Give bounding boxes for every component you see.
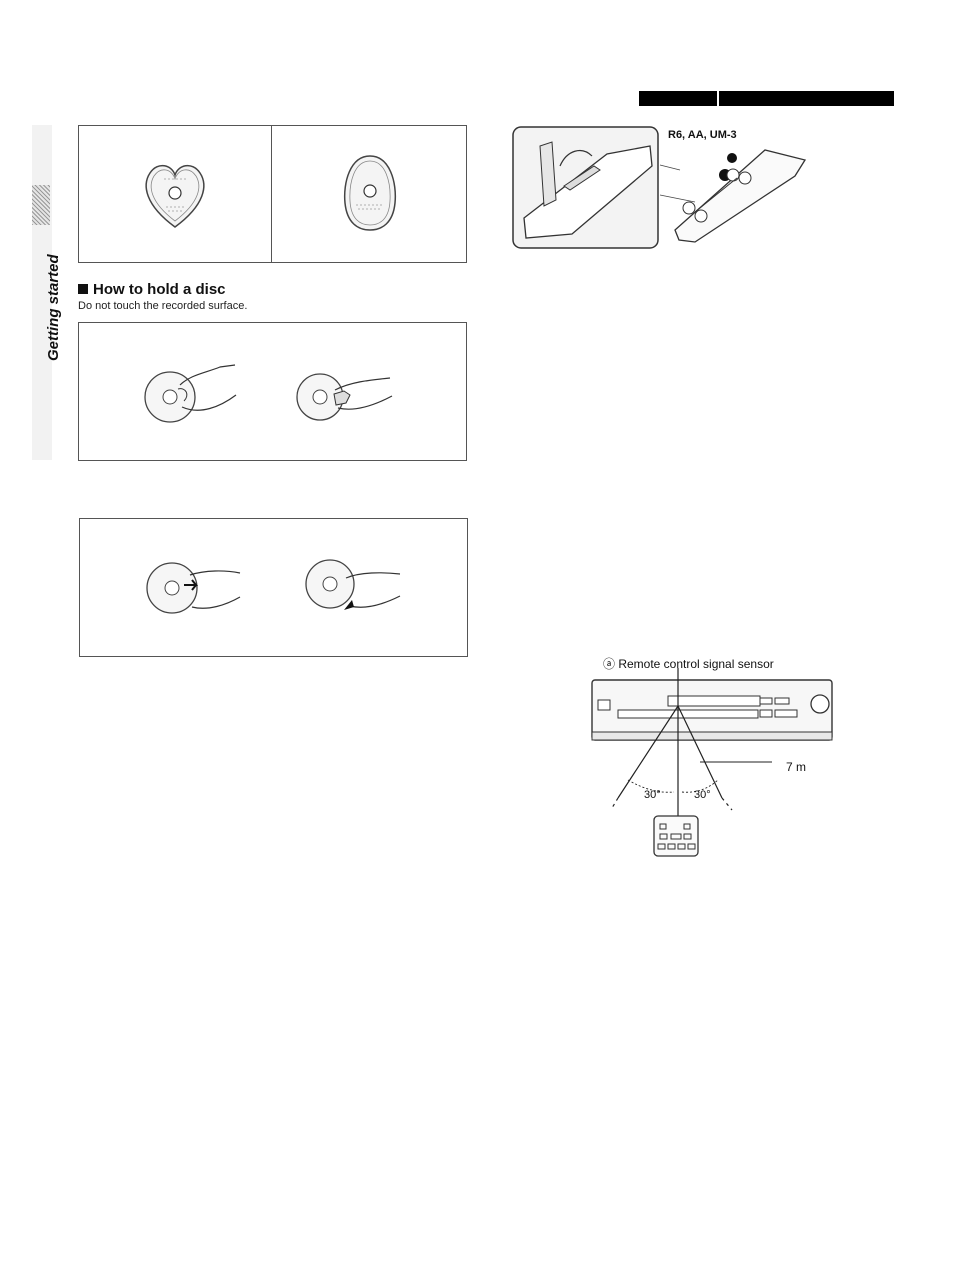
- figure-divider: [271, 125, 272, 262]
- heading-square-icon: [78, 284, 88, 294]
- inset-connector-lines: [650, 150, 710, 230]
- disc-hold-edge-illustration: [140, 345, 250, 435]
- side-tab-texture: [32, 185, 50, 225]
- header-bar: [639, 91, 894, 106]
- side-tab-label: Getting started: [45, 261, 67, 361]
- disc-insert-left-illustration: [140, 545, 250, 630]
- distance-label: 7 m: [786, 760, 806, 774]
- heart-disc-illustration: [140, 155, 210, 235]
- angle-right-label: 30°: [694, 789, 711, 801]
- disc-shapes-figure: [78, 125, 467, 263]
- section-heading-text: How to hold a disc: [93, 281, 226, 298]
- oval-disc-illustration: [340, 153, 400, 233]
- holding-disc-figure: [78, 322, 467, 461]
- angle-left-label: 30°: [644, 789, 661, 801]
- disc-insert-right-illustration: [300, 548, 410, 633]
- section-heading: How to hold a disc: [78, 281, 226, 298]
- disc-hold-center-illustration: [290, 350, 400, 435]
- section-subtext: Do not touch the recorded surface.: [78, 300, 247, 312]
- battery-inset-illustration: [512, 126, 660, 250]
